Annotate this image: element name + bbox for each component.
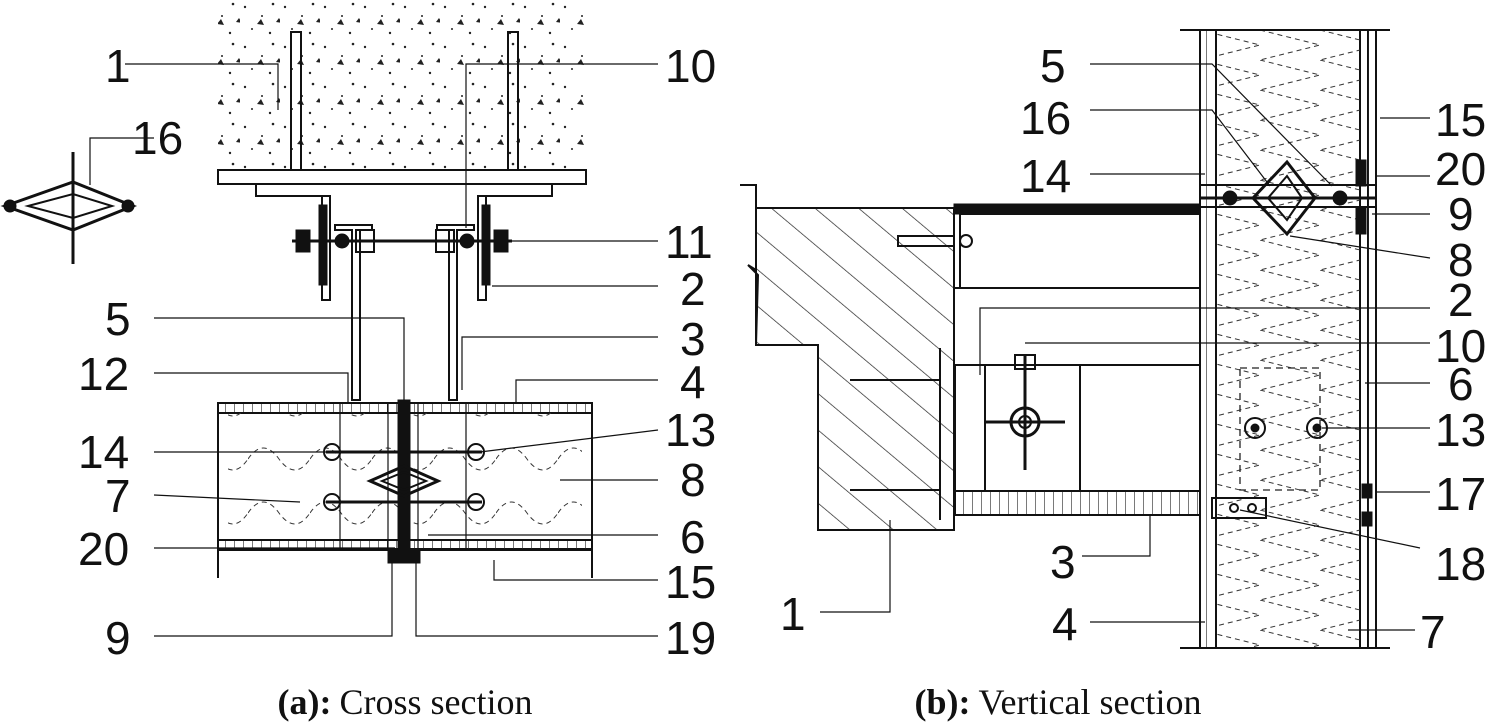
caption-b: (b):Vertical section	[915, 682, 1202, 722]
callout-b-17: 17	[1435, 468, 1486, 520]
callout-12: 12	[78, 348, 129, 400]
embed-plate	[217, 169, 587, 185]
concrete-beam	[755, 207, 955, 531]
callout-6: 6	[680, 511, 706, 563]
concrete-slab	[218, 0, 586, 170]
callout-b-18: 18	[1435, 538, 1486, 590]
panel-b-leaders	[820, 63, 1431, 631]
callout-16: 16	[132, 112, 183, 164]
callout-b-6: 6	[1448, 358, 1474, 410]
callout-b-1: 1	[780, 588, 806, 640]
callout-b-5: 5	[1040, 40, 1066, 92]
callout-b-9: 9	[1448, 188, 1474, 240]
callout-10: 10	[665, 40, 716, 92]
callout-b-2: 2	[1448, 274, 1474, 326]
callout-b-3: 3	[1050, 536, 1076, 588]
callout-8: 8	[680, 454, 706, 506]
callout-3: 3	[680, 313, 706, 365]
roof-insulation	[959, 213, 1201, 289]
callout-1: 1	[105, 40, 131, 92]
callout-b-10: 10	[1435, 320, 1486, 372]
callout-4: 4	[680, 356, 706, 408]
callout-b-15: 15	[1435, 94, 1486, 146]
panel-b-callouts: 5 16 15 14 20 9 8 2 10 6 13 17 18 3 1 4 …	[780, 40, 1486, 658]
callout-b-7: 7	[1420, 606, 1446, 658]
callout-2: 2	[680, 263, 706, 315]
callout-b-13: 13	[1435, 404, 1486, 456]
panel-b-vertical-section: 5 16 15 14 20 9 8 2 10 6 13 17 18 3 1 4 …	[740, 29, 1486, 722]
panel-a-cross-section: 1 10 16 11 2 5 3 12 4 14 13 7 8 20 6 15 …	[0, 0, 716, 722]
callout-b-8: 8	[1448, 234, 1474, 286]
callout-15: 15	[665, 556, 716, 608]
callout-11: 11	[665, 216, 713, 268]
callout-9: 9	[105, 612, 131, 664]
callout-13: 13	[665, 404, 716, 456]
callout-7: 7	[105, 470, 131, 522]
callout-b-20: 20	[1435, 143, 1486, 195]
diamond-connector	[366, 464, 442, 498]
diamond-connector-b	[1250, 159, 1317, 237]
callout-19: 19	[665, 612, 716, 664]
callout-b-14: 14	[1020, 150, 1071, 202]
panel-a-leaders	[89, 63, 659, 637]
connector-detail	[0, 152, 138, 264]
callout-5: 5	[105, 293, 131, 345]
insulation-box	[954, 364, 1201, 492]
callout-b-4: 4	[1052, 598, 1078, 650]
callout-14: 14	[78, 426, 129, 478]
callout-b-16: 16	[1020, 92, 1071, 144]
caption-a: (a):Cross section	[278, 682, 533, 722]
callout-20: 20	[78, 523, 129, 575]
panel-a-callouts: 1 10 16 11 2 5 3 12 4 14 13 7 8 20 6 15 …	[78, 40, 716, 664]
